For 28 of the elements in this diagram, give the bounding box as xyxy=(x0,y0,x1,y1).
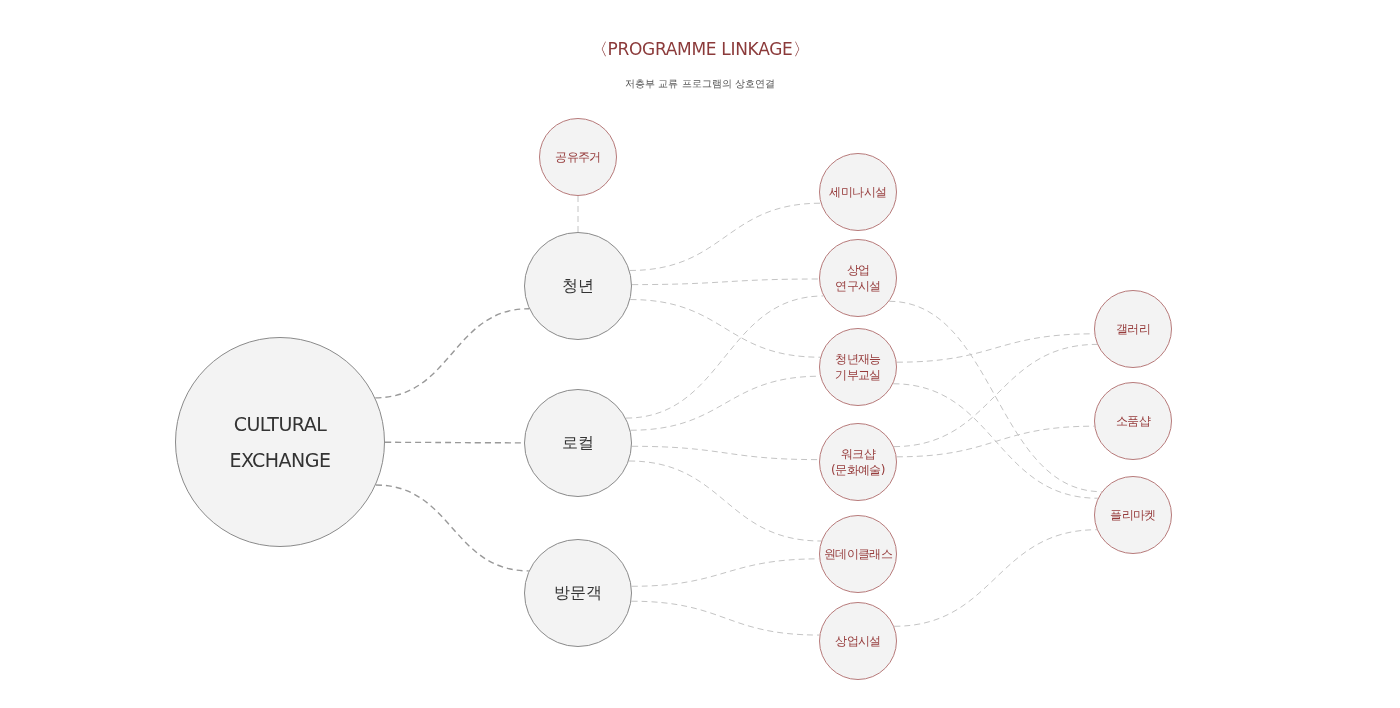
dashed-connector xyxy=(625,295,824,419)
subtitle: 저층부 교류 프로그램의 상호연결 xyxy=(625,78,775,89)
program-circle: 플리마켓 xyxy=(1094,476,1172,554)
dashed-connector xyxy=(375,484,530,572)
program-circle: 청년재능 기부교실 xyxy=(819,328,897,406)
dashed-connector xyxy=(631,445,820,461)
program-circle: 갤러리 xyxy=(1094,290,1172,368)
dashed-connector xyxy=(630,600,820,636)
program-circle: 상업시설 xyxy=(819,602,897,680)
dashed-connector xyxy=(374,308,530,399)
dashed-connector xyxy=(892,383,1099,499)
hub-circle: CULTURAL EXCHANGE xyxy=(175,337,385,547)
dashed-connector xyxy=(893,529,1098,627)
program-circle: 공유주거 xyxy=(539,118,617,196)
program-circle: 소품샵 xyxy=(1094,382,1172,460)
program-circle: 세미나시설 xyxy=(819,153,897,231)
diagram-title: 〈PROGRAMME LINKAGE〉 xyxy=(590,39,810,59)
program-circle: 상업 연구시설 xyxy=(819,239,897,317)
group-circle: 방문객 xyxy=(524,539,632,647)
dashed-connector xyxy=(893,343,1098,448)
dashed-connector xyxy=(631,278,820,286)
group-circle: 로컬 xyxy=(524,389,632,497)
program-circle: 워크샵 (문화예술) xyxy=(819,423,897,501)
dashed-connector xyxy=(629,299,821,358)
group-circle: 청년 xyxy=(524,232,632,340)
dashed-connector xyxy=(629,202,822,271)
program-circle: 원데이클래스 xyxy=(819,515,897,593)
dashed-connector xyxy=(628,460,822,542)
